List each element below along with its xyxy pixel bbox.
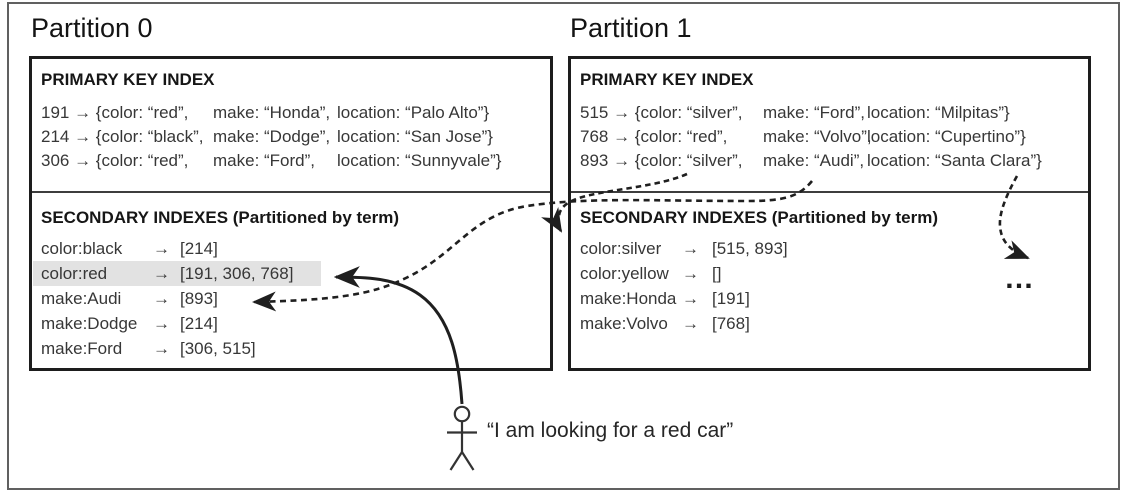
maps-to-arrow: → bbox=[682, 264, 699, 283]
partition-1-label: Partition 1 bbox=[570, 13, 692, 43]
partition-0-label: Partition 0 bbox=[31, 13, 153, 43]
index-postings: [191, 306, 768] bbox=[180, 264, 294, 283]
row-key-color: 214 → {color: “black”, bbox=[41, 127, 204, 146]
index-term: make:Honda bbox=[580, 289, 677, 308]
row-key-color: 191 → {color: “red”, bbox=[41, 103, 189, 122]
maps-to-arrow: → bbox=[153, 239, 170, 258]
partition-1-box: PRIMARY KEY INDEX 515 → {color: “silver”… bbox=[568, 56, 1091, 371]
index-term: make:Dodge bbox=[41, 314, 138, 333]
maps-to-arrow: → bbox=[682, 239, 699, 258]
secondary-index-row: make:Ford → [306, 515] bbox=[41, 336, 541, 361]
row-make: make: “Ford”, bbox=[213, 151, 316, 170]
index-term: make:Audi bbox=[41, 289, 122, 308]
diagram-border bbox=[7, 2, 1120, 490]
row-make: make: “Volvo”, bbox=[763, 127, 872, 146]
partition-0-primary-key-index-section: PRIMARY KEY INDEX 191 → {color: “red”, m… bbox=[32, 59, 550, 193]
primary-key-row: 306 → {color: “red”, make: “Ford”, locat… bbox=[41, 149, 541, 173]
row-location: location: “Palo Alto”} bbox=[337, 103, 490, 122]
row-location: location: “Milpitas”} bbox=[867, 103, 1010, 122]
secondary-index-row: make:Volvo → [768] bbox=[580, 311, 1079, 336]
index-postings: [515, 893] bbox=[712, 239, 788, 258]
primary-key-index-title: PRIMARY KEY INDEX bbox=[580, 70, 754, 89]
secondary-index-row: color:black → [214] bbox=[41, 236, 541, 261]
maps-to-arrow: → bbox=[153, 314, 170, 333]
index-postings: [768] bbox=[712, 314, 750, 333]
maps-to-arrow: → bbox=[153, 339, 170, 358]
index-postings: [893] bbox=[180, 289, 218, 308]
primary-key-index-title: PRIMARY KEY INDEX bbox=[41, 70, 215, 89]
row-location: location: “Cupertino”} bbox=[867, 127, 1026, 146]
primary-key-rows: 191 → {color: “red”, make: “Honda”, loca… bbox=[41, 101, 541, 173]
index-term: color:silver bbox=[580, 239, 662, 258]
partition-0-secondary-index-section: SECONDARY INDEXES (Partitioned by term) … bbox=[32, 193, 550, 366]
row-key-color: 515 → {color: “silver”, bbox=[580, 103, 743, 122]
primary-key-row: 515 → {color: “silver”, make: “Ford”, lo… bbox=[580, 101, 1079, 125]
row-make: make: “Dodge”, bbox=[213, 127, 331, 146]
primary-key-row: 191 → {color: “red”, make: “Honda”, loca… bbox=[41, 101, 541, 125]
index-postings: [306, 515] bbox=[180, 339, 256, 358]
row-location: location: “Sunnyvale”} bbox=[337, 151, 502, 170]
row-make: make: “Honda”, bbox=[213, 103, 331, 122]
secondary-indexes-title: SECONDARY INDEXES (Partitioned by term) bbox=[580, 208, 939, 227]
maps-to-arrow: → bbox=[682, 289, 699, 308]
row-make: make: “Audi”, bbox=[763, 151, 865, 170]
primary-key-rows: 515 → {color: “silver”, make: “Ford”, lo… bbox=[580, 101, 1079, 173]
maps-to-arrow: → bbox=[682, 314, 699, 333]
secondary-index-row: color:silver → [515, 893] bbox=[580, 236, 1079, 261]
secondary-index-rows: color:black → [214] color:red → [191, 30… bbox=[33, 236, 541, 361]
row-make: make: “Ford”, bbox=[763, 103, 866, 122]
row-key-color: 306 → {color: “red”, bbox=[41, 151, 189, 170]
user-query-text: “I am looking for a red car” bbox=[487, 419, 734, 442]
secondary-index-row-highlighted: color:red → [191, 306, 768] bbox=[33, 261, 321, 286]
primary-key-row: 214 → {color: “black”, make: “Dodge”, lo… bbox=[41, 125, 541, 149]
row-key-color: 893 → {color: “silver”, bbox=[580, 151, 743, 170]
index-postings: [214] bbox=[180, 239, 218, 258]
other-partitions-ellipsis: … bbox=[1004, 262, 1038, 295]
secondary-indexes-title: SECONDARY INDEXES (Partitioned by term) bbox=[41, 208, 400, 227]
row-key-color: 768 → {color: “red”, bbox=[580, 127, 728, 146]
index-term: make:Ford bbox=[41, 339, 123, 358]
primary-key-row: 893 → {color: “silver”, make: “Audi”, lo… bbox=[580, 149, 1079, 173]
row-location: location: “Santa Clara”} bbox=[867, 151, 1042, 170]
secondary-index-row: make:Dodge → [214] bbox=[41, 311, 541, 336]
secondary-index-row: make:Audi → [893] bbox=[41, 286, 541, 311]
maps-to-arrow: → bbox=[153, 289, 170, 308]
partition-0-box: PRIMARY KEY INDEX 191 → {color: “red”, m… bbox=[29, 56, 553, 371]
row-location: location: “San Jose”} bbox=[337, 127, 493, 146]
maps-to-arrow: → bbox=[153, 264, 170, 283]
index-term: make:Volvo bbox=[580, 314, 668, 333]
index-postings: [214] bbox=[180, 314, 218, 333]
index-term: color:black bbox=[41, 239, 123, 258]
partition-1-primary-key-index-section: PRIMARY KEY INDEX 515 → {color: “silver”… bbox=[571, 59, 1088, 193]
index-term: color:yellow bbox=[580, 264, 669, 283]
primary-key-row: 768 → {color: “red”, make: “Volvo”, loca… bbox=[580, 125, 1079, 149]
index-term: color:red bbox=[41, 264, 108, 283]
